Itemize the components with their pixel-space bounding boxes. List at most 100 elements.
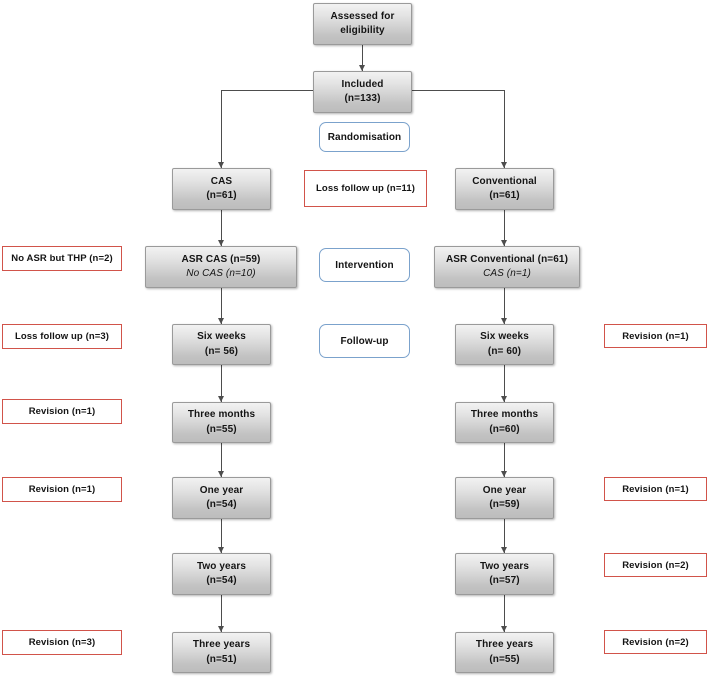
box-included[interactable]: Included (n=133) <box>313 71 412 113</box>
right-allocation-line-2: (n=61) <box>489 190 520 201</box>
right-intervention-line-2: CAS (n=1) <box>483 268 531 279</box>
connector-right-threemonths-to-oneyear <box>504 443 505 477</box>
connector-right-twoyears-to-threeyears <box>504 595 505 632</box>
note-right-revision-twoyears[interactable]: Revision (n=2) <box>604 553 707 577</box>
randomisation-text: Randomisation <box>327 131 402 143</box>
box-right-followup-three-months[interactable]: Three months (n=60) <box>455 402 554 443</box>
note-left-0-text: No ASR but THP (n=2) <box>11 253 113 264</box>
note-right-2-text: Revision (n=2) <box>622 559 689 571</box>
left-intervention-line-1: ASR CAS (n=59) <box>181 253 261 265</box>
connector-right-intervention-to-sixweeks <box>504 288 505 324</box>
note-right-3-text: Revision (n=2) <box>622 636 689 648</box>
right-followup-0-line-2: (n= 60) <box>487 345 522 357</box>
arrowhead-left-twoyears <box>218 547 224 553</box>
label-followup[interactable]: Follow-up <box>319 324 410 358</box>
left-followup-4-line-2: (n=51) <box>206 653 237 665</box>
right-followup-3-line-1: Two years <box>479 560 530 572</box>
label-intervention[interactable]: Intervention <box>319 248 410 282</box>
arrowhead-right-sixweeks <box>501 318 507 324</box>
arrowhead-right-oneyear <box>501 471 507 477</box>
connector-assessed-to-included <box>362 45 363 71</box>
right-followup-2-line-1: One year <box>482 484 527 496</box>
note-right-revision-oneyear[interactable]: Revision (n=1) <box>604 477 707 501</box>
box-right-allocation-conventional[interactable]: Conventional (n=61) <box>455 168 554 210</box>
left-followup-1-line-1: Three months <box>187 409 256 420</box>
box-left-followup-one-year[interactable]: One year (n=54) <box>172 477 271 519</box>
assessed-line-1: Assessed for <box>330 10 395 22</box>
note-left-revision-threemonths[interactable]: Revision (n=1) <box>2 399 122 424</box>
left-followup-4-line-1: Three years <box>192 639 251 650</box>
right-followup-2-line-2: (n=59) <box>489 499 520 510</box>
note-left-1-text: Loss follow up (n=3) <box>14 331 110 342</box>
left-followup-2-line-2: (n=54) <box>206 499 237 510</box>
connector-left-threemonths-to-oneyear <box>221 443 222 477</box>
left-followup-0-line-1: Six weeks <box>197 331 246 342</box>
box-left-followup-six-weeks[interactable]: Six weeks (n= 56) <box>172 324 271 365</box>
box-right-intervention-asr-conventional[interactable]: ASR Conventional (n=61) CAS (n=1) <box>434 246 580 288</box>
left-followup-2-line-1: One year <box>199 484 244 496</box>
arrowhead-included <box>359 65 365 71</box>
left-followup-3-line-1: Two years <box>196 560 247 572</box>
note-left-3-text: Revision (n=1) <box>28 484 96 495</box>
arrowhead-left-sixweeks <box>218 318 224 324</box>
connector-included-right-branch <box>412 90 504 91</box>
arrowhead-left-threemonths <box>218 396 224 402</box>
box-left-followup-three-months[interactable]: Three months (n=55) <box>172 402 271 443</box>
left-followup-1-line-2: (n=55) <box>206 423 237 435</box>
included-line-2: (n=133) <box>344 93 381 104</box>
included-line-1: Included <box>341 78 384 90</box>
note-left-2-text: Revision (n=1) <box>28 406 96 417</box>
note-left-revision-oneyear[interactable]: Revision (n=1) <box>2 477 122 502</box>
left-followup-3-line-2: (n=54) <box>206 575 237 586</box>
left-allocation-line-2: (n=61) <box>206 190 237 201</box>
note-loss-followup-11[interactable]: Loss follow up (n=11) <box>304 170 427 207</box>
note-left-revision-threeyears[interactable]: Revision (n=3) <box>2 630 122 655</box>
note-left-no-asr-but-thp[interactable]: No ASR but THP (n=2) <box>2 246 122 271</box>
box-left-followup-two-years[interactable]: Two years (n=54) <box>172 553 271 595</box>
note-left-loss-followup-3[interactable]: Loss follow up (n=3) <box>2 324 122 349</box>
arrowhead-cas <box>218 162 224 168</box>
right-intervention-line-1: ASR Conventional (n=61) <box>445 253 569 265</box>
assessed-line-2: eligibility <box>340 25 385 36</box>
box-left-intervention-asr-cas[interactable]: ASR CAS (n=59) No CAS (n=10) <box>145 246 297 288</box>
connector-included-left-branch <box>221 90 362 91</box>
right-allocation-line-1: Conventional <box>472 175 537 187</box>
right-followup-4-line-1: Three years <box>475 639 534 650</box>
left-intervention-line-2: No CAS (n=10) <box>186 268 256 279</box>
arrowhead-right-threeyears <box>501 626 507 632</box>
connector-right-branch-drop <box>504 90 505 168</box>
connector-left-oneyear-to-twoyears <box>221 519 222 553</box>
connector-left-sixweeks-to-threemonths <box>221 365 222 402</box>
arrowhead-left-threeyears <box>218 626 224 632</box>
intervention-text: Intervention <box>335 259 394 271</box>
note-right-revision-threeyears[interactable]: Revision (n=2) <box>604 630 707 654</box>
right-followup-3-line-2: (n=57) <box>489 575 520 586</box>
box-right-followup-three-years[interactable]: Three years (n=55) <box>455 632 554 673</box>
connector-right-alloc-to-intervention <box>504 210 505 246</box>
arrowhead-right-twoyears <box>501 547 507 553</box>
note-left-4-text: Revision (n=3) <box>28 637 96 648</box>
box-right-followup-six-weeks[interactable]: Six weeks (n= 60) <box>455 324 554 365</box>
box-left-followup-three-years[interactable]: Three years (n=51) <box>172 632 271 673</box>
note-right-revision-sixweeks[interactable]: Revision (n=1) <box>604 324 707 348</box>
connector-left-intervention-to-sixweeks <box>221 288 222 324</box>
arrowhead-left-intervention <box>218 240 224 246</box>
arrowhead-right-intervention <box>501 240 507 246</box>
box-assessed-for-eligibility[interactable]: Assessed for eligibility <box>313 3 412 45</box>
arrowhead-right-threemonths <box>501 396 507 402</box>
connector-left-branch-drop <box>221 90 222 168</box>
box-right-followup-two-years[interactable]: Two years (n=57) <box>455 553 554 595</box>
connector-right-oneyear-to-twoyears <box>504 519 505 553</box>
box-left-allocation-cas[interactable]: CAS (n=61) <box>172 168 271 210</box>
connector-left-alloc-to-intervention <box>221 210 222 246</box>
box-right-followup-one-year[interactable]: One year (n=59) <box>455 477 554 519</box>
right-followup-1-line-2: (n=60) <box>489 423 520 435</box>
right-followup-0-line-1: Six weeks <box>480 331 529 342</box>
left-allocation-line-1: CAS <box>210 175 233 187</box>
followup-text: Follow-up <box>340 335 389 347</box>
label-randomisation[interactable]: Randomisation <box>319 122 410 152</box>
left-followup-0-line-2: (n= 56) <box>204 345 239 357</box>
note-loss-followup-11-text: Loss follow up (n=11) <box>316 183 415 194</box>
arrowhead-conventional <box>501 162 507 168</box>
